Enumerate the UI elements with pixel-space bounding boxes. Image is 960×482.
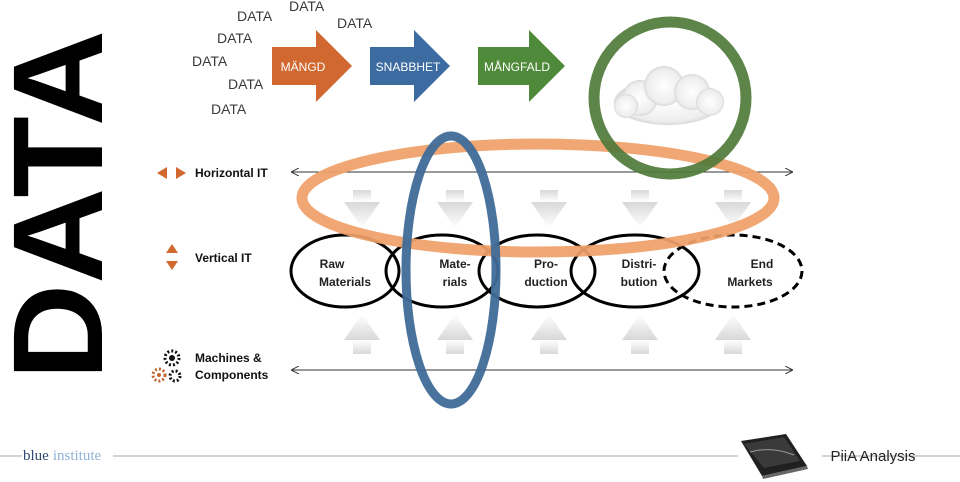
node-label: Pro- [534, 257, 558, 271]
arrow-label: SNABBHET [376, 60, 441, 74]
arrow-mangfald: MÅNGFALD [478, 30, 565, 102]
data-word: DATA [289, 0, 325, 14]
data-word: DATA [237, 8, 273, 24]
vertical-arrows-icon [166, 244, 178, 270]
arrow-mangd: MÄNGD [272, 30, 352, 102]
report-book-icon [741, 434, 808, 479]
cloud-highlight-ring [588, 16, 752, 180]
data-word: DATA [228, 76, 264, 92]
node-label: Raw [320, 257, 345, 271]
horizontal-it-label: Horizontal IT [195, 166, 268, 180]
gears-icon [151, 349, 182, 383]
brand-part1: blue [23, 448, 49, 464]
node-label: Mate- [439, 257, 470, 271]
up-chevrons [344, 314, 751, 354]
node-label: End [751, 257, 774, 271]
node-ellipse-end-markets [662, 233, 804, 309]
node-label: duction [524, 275, 567, 289]
node-label: rials [443, 275, 468, 289]
arrow-label: MÄNGD [281, 60, 326, 74]
data-word: DATA [211, 101, 247, 117]
arrow-snabbhet: SNABBHET [370, 30, 450, 102]
node-label: Distri- [622, 257, 657, 271]
data-word: DATA [192, 53, 228, 69]
vertical-it-highlight-ring [401, 131, 501, 409]
piia-analysis-label: PiiA Analysis [830, 448, 915, 465]
cloud-icon [614, 66, 724, 125]
horizontal-it-highlight-ring [296, 138, 780, 258]
node-ellipse-raw-materials [289, 233, 401, 309]
data-word: DATA [217, 30, 253, 46]
node-label: bution [621, 275, 658, 289]
node-ellipse-distribution [569, 233, 701, 309]
brand-part2: institute [53, 448, 102, 464]
node-label: Materials [319, 275, 371, 289]
data-word: DATA [337, 15, 373, 31]
arrow-label: MÅNGFALD [484, 59, 550, 74]
horizontal-arrows-icon [157, 167, 186, 179]
vertical-it-label: Vertical IT [195, 251, 252, 265]
down-chevrons [344, 190, 751, 228]
big-data-title: DATA [0, 30, 130, 380]
components-label: Components [195, 368, 269, 382]
machines-label: Machines & [195, 351, 262, 365]
node-ellipse-production [477, 233, 597, 309]
node-label: Markets [727, 275, 773, 289]
